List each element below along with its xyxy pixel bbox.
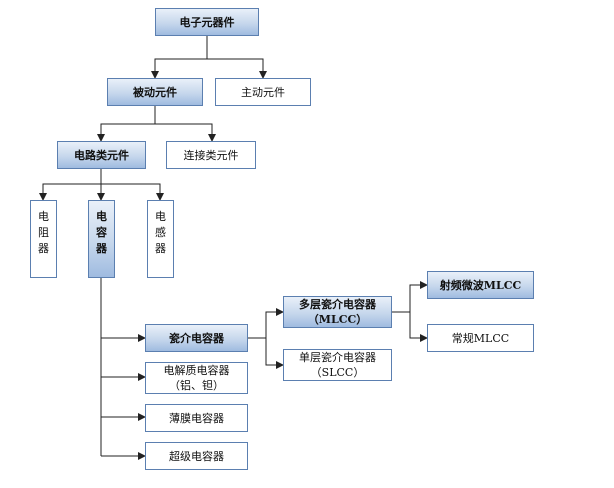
circuit-components-node: 电路类元件 (57, 141, 146, 169)
ceramic-capacitor-node: 瓷介电容器 (145, 324, 248, 352)
electrolytic-capacitor-node: 电解质电容器 （铝、钽） (145, 362, 248, 394)
root-node: 电子元器件 (155, 8, 259, 36)
film-capacitor-node: 薄膜电容器 (145, 404, 248, 432)
mlcc-node: 多层瓷介电容器 （MLCC） (283, 296, 392, 328)
connector-components-node: 连接类元件 (166, 141, 256, 169)
passive-components-node: 被动元件 (107, 78, 203, 106)
resistor-node: 电 阻 器 (30, 200, 57, 278)
super-capacitor-node: 超级电容器 (145, 442, 248, 470)
standard-mlcc-node: 常规MLCC (427, 324, 534, 352)
capacitor-node: 电 容 器 (88, 200, 115, 278)
active-components-node: 主动元件 (215, 78, 311, 106)
inductor-node: 电 感 器 (147, 200, 174, 278)
slcc-node: 单层瓷介电容器 （SLCC） (283, 349, 392, 381)
rf-mlcc-node: 射频微波MLCC (427, 271, 534, 299)
